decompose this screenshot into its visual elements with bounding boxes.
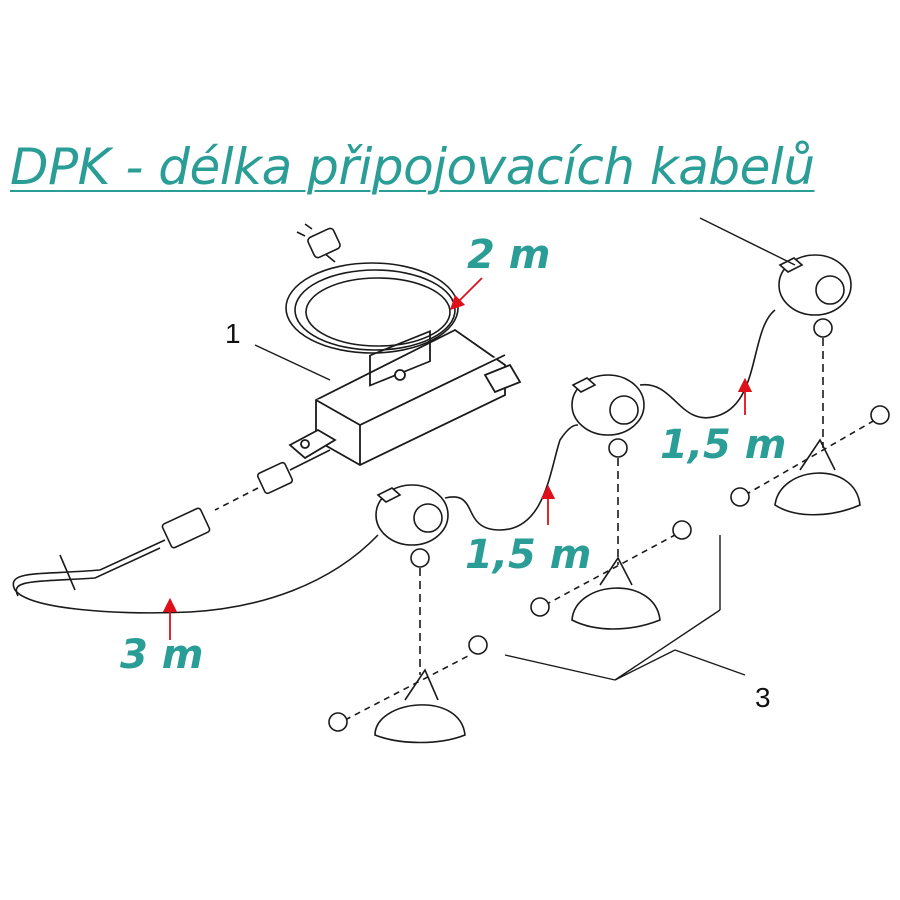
cable-length-right: 1,5 m	[660, 422, 787, 468]
length-arrows	[162, 277, 753, 640]
mount-base-1	[328, 568, 488, 744]
cable-main	[12, 534, 379, 614]
cable-length-mid: 1,5 m	[465, 532, 592, 578]
callout-3: 3	[755, 682, 771, 713]
light-unit-2	[571, 374, 645, 458]
light-unit-1	[375, 484, 449, 568]
callout-1: 1	[225, 318, 241, 349]
page-title: DPK - délka připojovacích kabelů	[10, 138, 815, 196]
transformer-unit	[288, 328, 522, 467]
mount-base-3	[730, 338, 890, 516]
cable-length-power: 2 m	[467, 232, 551, 278]
power-cord-coil	[285, 247, 459, 354]
plug-icon	[296, 223, 341, 259]
transformer-connector	[161, 449, 331, 549]
mount-base-2	[530, 458, 692, 630]
light-unit-3	[778, 254, 852, 338]
cable-links	[444, 309, 776, 531]
callout-lines	[254, 217, 796, 681]
cable-length-main: 3 m	[120, 632, 204, 678]
